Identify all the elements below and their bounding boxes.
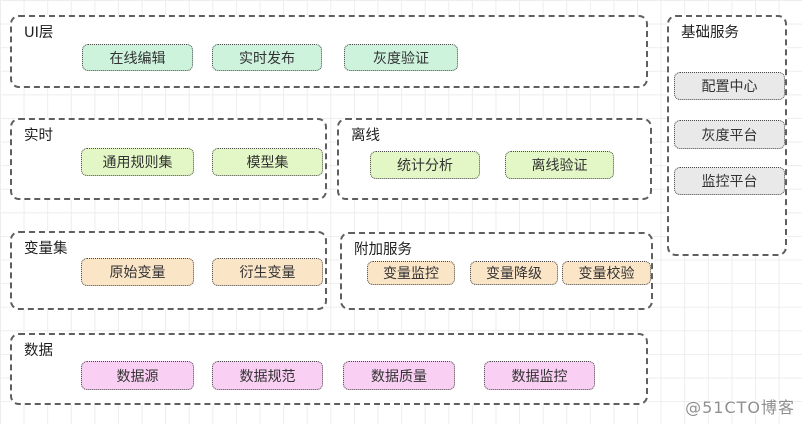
node-statistical-analysis: 统计分析 xyxy=(370,151,480,179)
node-original-variable: 原始变量 xyxy=(81,258,194,286)
node-data-monitor: 数据监控 xyxy=(484,361,595,390)
node-general-ruleset: 通用规则集 xyxy=(81,148,194,176)
node-online-edit: 在线编辑 xyxy=(82,44,193,71)
watermark-51cto: @51CTO博客 xyxy=(685,398,795,417)
panel-title-base-services: 基础服务 xyxy=(681,25,739,41)
node-realtime-publish: 实时发布 xyxy=(212,44,322,71)
node-gray-platform: 灰度平台 xyxy=(674,120,785,149)
panel-title-realtime: 实时 xyxy=(24,128,53,144)
panel-offline: 离线 统计分析 离线验证 xyxy=(337,118,652,200)
node-config-center: 配置中心 xyxy=(674,72,785,100)
panel-title-variable-set: 变量集 xyxy=(24,241,68,257)
node-offline-verify: 离线验证 xyxy=(505,151,614,179)
panel-title-addon-services: 附加服务 xyxy=(354,242,412,258)
node-gray-verify: 灰度验证 xyxy=(344,44,458,71)
node-data-source: 数据源 xyxy=(81,361,194,390)
node-variable-check: 变量校验 xyxy=(562,261,651,285)
node-model-set: 模型集 xyxy=(212,148,323,176)
panel-title-offline: 离线 xyxy=(351,128,380,144)
node-monitor-platform: 监控平台 xyxy=(674,167,785,195)
panel-variable-set: 变量集 原始变量 衍生变量 xyxy=(10,231,327,310)
panel-title-data: 数据 xyxy=(24,343,53,359)
panel-data: 数据 数据源 数据规范 数据质量 数据监控 xyxy=(10,333,648,405)
node-variable-downgrade: 变量降级 xyxy=(470,261,558,285)
node-data-quality: 数据质量 xyxy=(343,361,455,390)
panel-base-services: 基础服务 配置中心 灰度平台 监控平台 xyxy=(667,15,787,256)
node-data-spec: 数据规范 xyxy=(212,361,323,390)
node-derived-variable: 衍生变量 xyxy=(212,258,323,286)
panel-ui-layer: UI层 在线编辑 实时发布 灰度验证 xyxy=(10,15,648,88)
panel-addon-services: 附加服务 变量监控 变量降级 变量校验 xyxy=(340,232,653,310)
panel-title-ui-layer: UI层 xyxy=(24,25,54,41)
panel-realtime: 实时 通用规则集 模型集 xyxy=(10,118,327,200)
node-variable-monitor: 变量监控 xyxy=(367,261,455,285)
